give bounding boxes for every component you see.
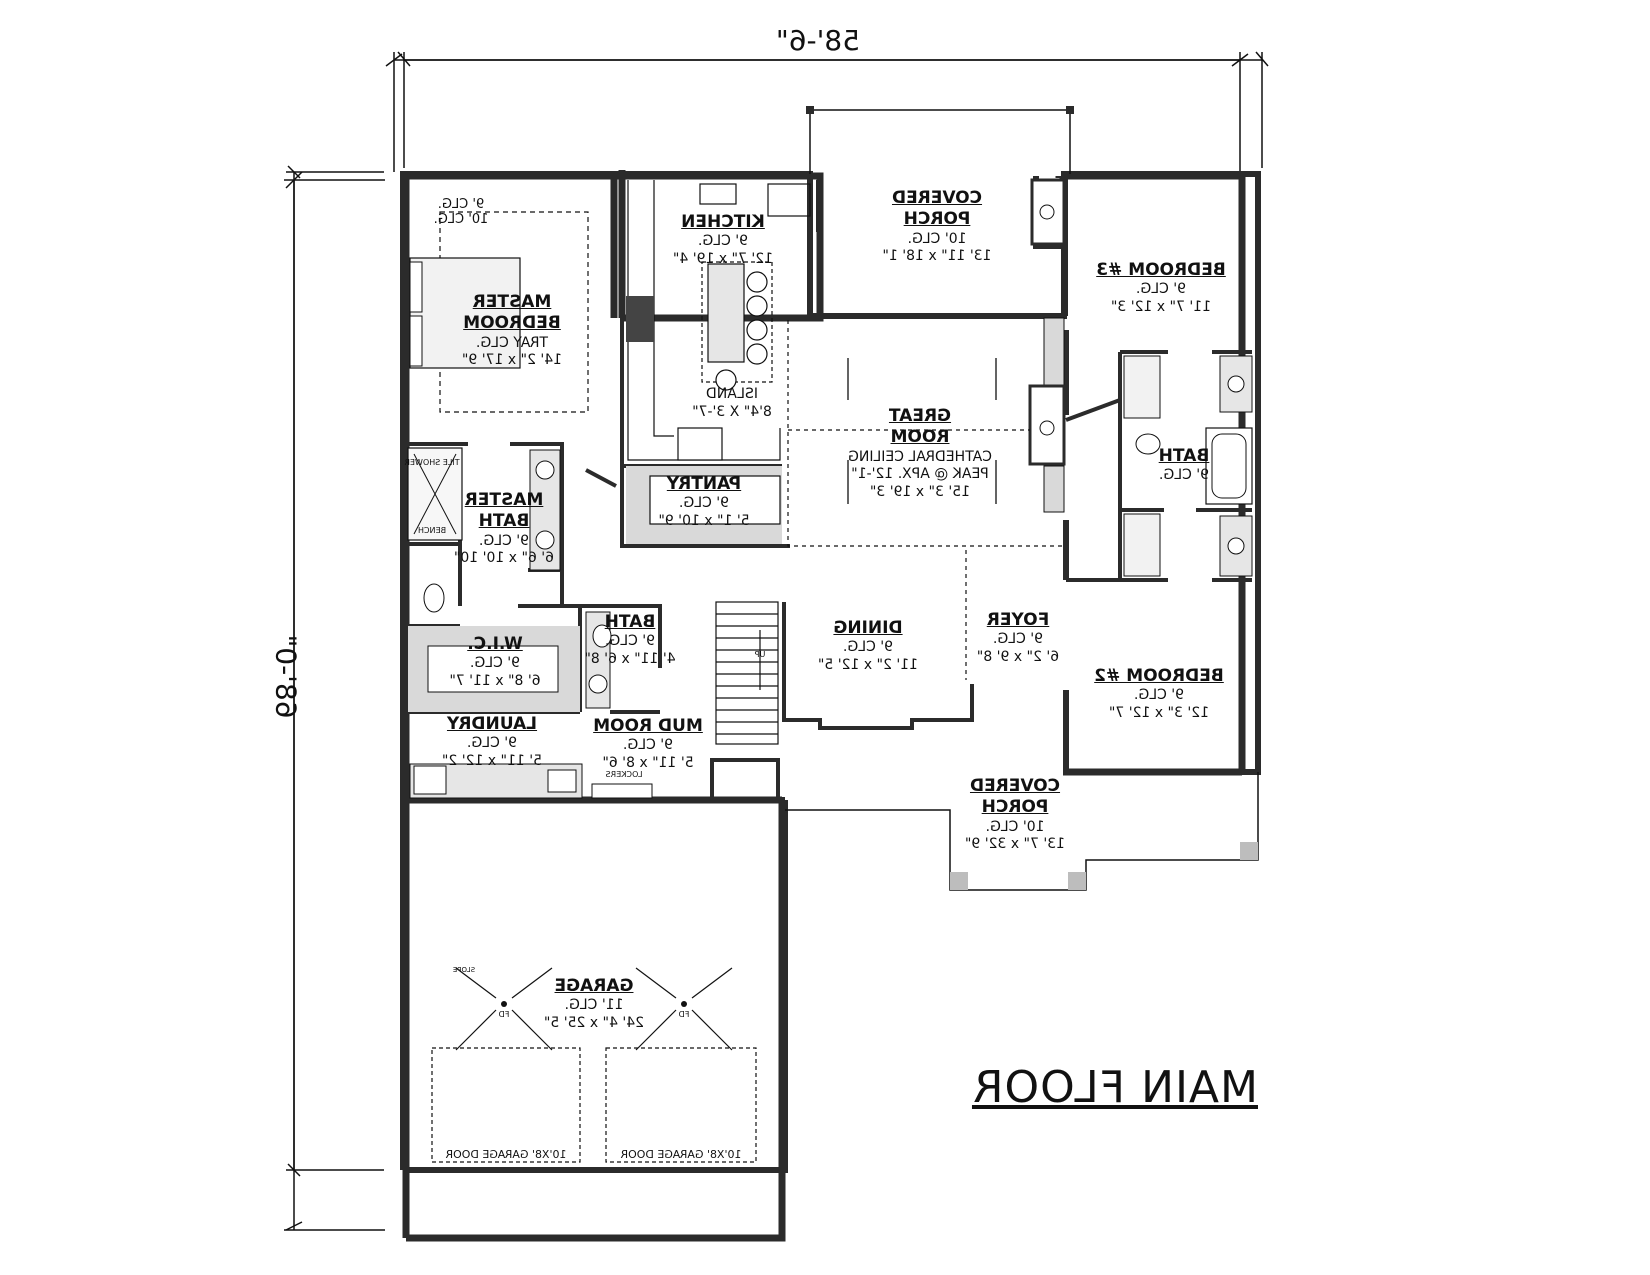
room-covered-porch-rear: COVERED PORCH 10' CLG. 13' 11" x 18' 1" <box>882 188 992 264</box>
slope-label: SLOPE <box>452 966 476 974</box>
width-dimension-label: 58'-6" <box>775 24 860 57</box>
room-foyer: FOYER 9' CLG. 6' 2" x 9' 8" <box>976 610 1060 665</box>
master-clg-b: 10' CLG. <box>433 212 489 227</box>
room-master-bath: MASTER BATH 9' CLG. 6' 6" x 10' 10" <box>453 490 555 566</box>
room-wic: W.I.C. 9' CLG. 6' 8" x 11' 7" <box>449 634 541 689</box>
page-title: MAIN FLOOR <box>971 1062 1258 1113</box>
room-master-bedroom: MASTER BEDROOM TRAY CLG. 14' 2" x 17' 9" <box>461 292 563 368</box>
room-covered-porch-front: COVERED PORCH 10' CLG. 13' 7" x 32' 9" <box>964 776 1066 852</box>
room-great-room: GREAT ROOM CATHEDRAL CEILING PEAK @ APX.… <box>848 406 992 500</box>
island-label: ISLAND 8'4" X 3'-7" <box>692 386 772 420</box>
stair-up-label: UP <box>754 650 766 659</box>
room-bedroom-2: BEDROOM #2 9' CLG. 12' 3" x 12' 7" <box>1094 666 1224 721</box>
depth-dimension-label: 68'-0" <box>269 634 303 719</box>
garage-door-label-right: 10'X8' GARAGE DOOR <box>620 1148 742 1161</box>
room-garage: GARAGE 11' CLG. 24' 4" x 25' 5" <box>543 976 645 1031</box>
room-bath-small: BATH 9' CLG. 4' 11" x 6' 8" <box>584 612 676 667</box>
garage-door-label-left: 10'X8' GARAGE DOOR <box>445 1148 567 1161</box>
room-kitchen: KITCHEN 9' CLG. 12' 7" x 19' 4" <box>672 212 774 267</box>
bench-label: BENCH <box>417 526 447 535</box>
room-bath-2: BATH 9' CLG. <box>1158 446 1210 484</box>
room-laundry: LAUNDRY 9' CLG. 5' 11" x 12' 2" <box>441 714 543 769</box>
room-pantry: PANTRY 9' CLG. 5' 1" x 10' 9" <box>658 474 750 529</box>
room-bedroom-3: BEDROOM #3 9' CLG. 11' 7" x 12' 3" <box>1096 260 1226 315</box>
master-clg-a: 9' CLG. <box>437 197 485 212</box>
fd-label-left: FD <box>498 1010 510 1019</box>
room-dining: DINING 9' CLG. 11' 2" x 12' 5" <box>817 618 919 673</box>
lockers-label: LOCKERS <box>605 770 643 779</box>
plan-drawing <box>286 51 1269 1177</box>
fd-label-right: FD <box>678 1010 690 1019</box>
room-mud-room: MUD ROOM 9' CLG. 5' 11" x 8' 6" <box>593 716 703 771</box>
tile-shower-label: TILE SHOWER <box>404 458 460 467</box>
